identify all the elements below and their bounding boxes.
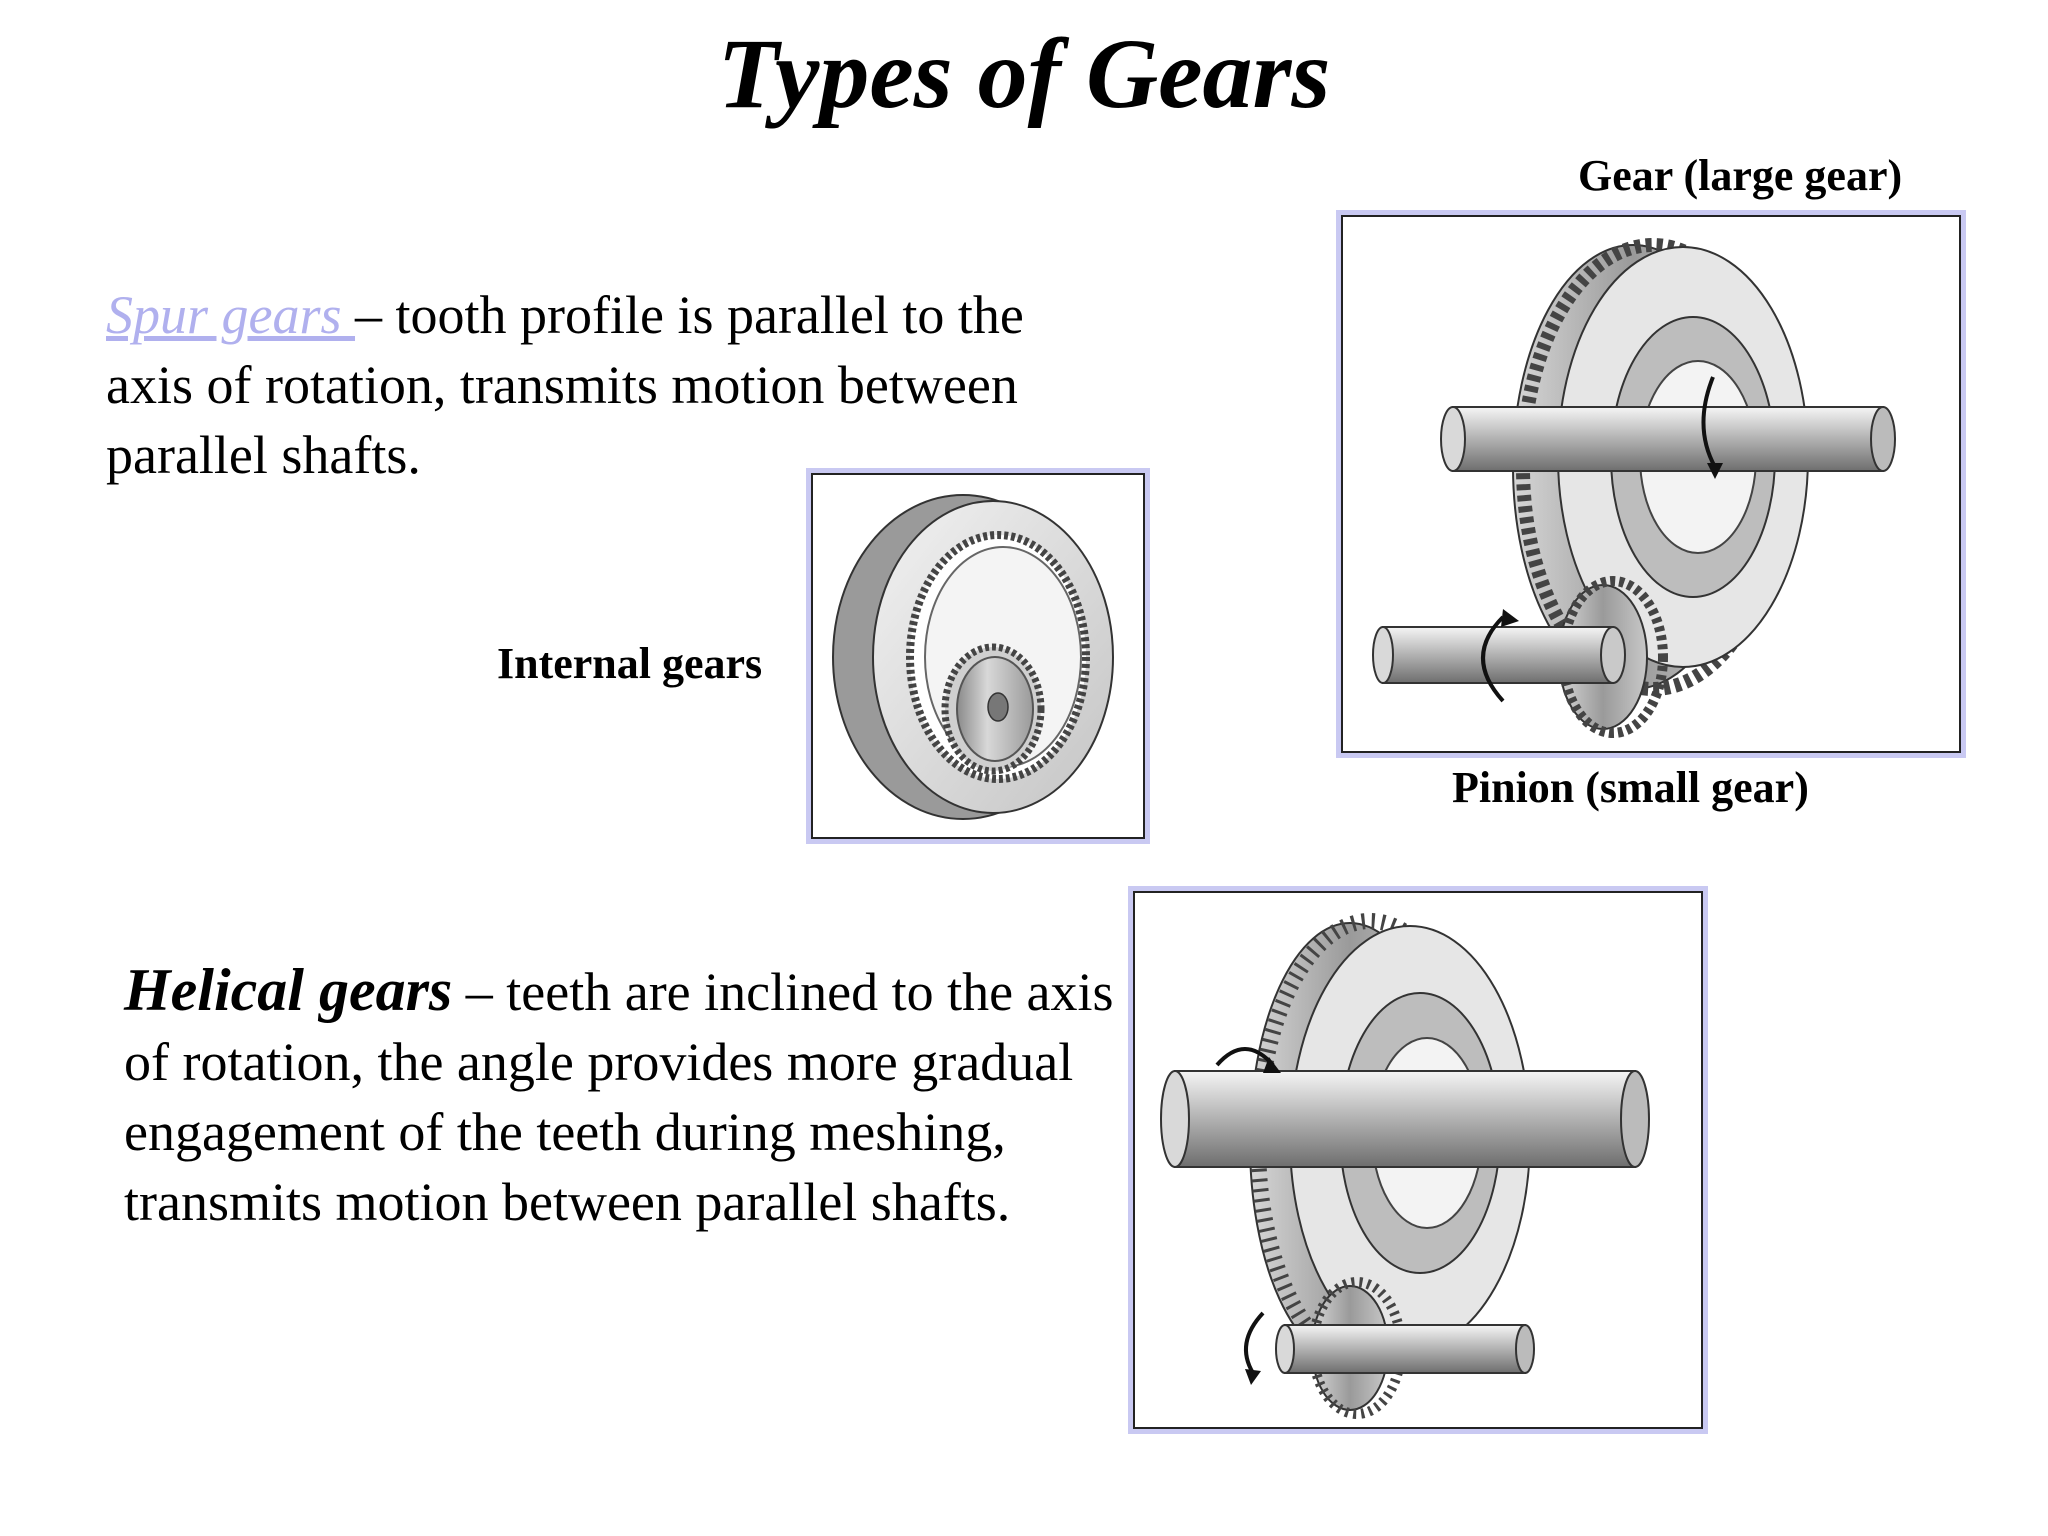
spur-gears-description: – tooth profile is parallel to the axis … [106,285,1024,485]
internal-gears-caption: Internal gears [497,639,763,688]
large-gear-caption: Gear (large gear) [1578,151,1903,200]
spur-gear-figure [1336,210,1966,758]
slide-title: Types of Gears [717,18,1331,129]
spur-gear-illustration [1372,238,1896,738]
helical-gears-description: – teeth are inclined to the axis of rota… [124,962,1114,1232]
figure-border [1133,891,1703,1429]
helical-gear-illustration [1160,913,1650,1419]
internal-gear-figure [806,468,1150,844]
spur-gears-paragraph: Spur gears – tooth profile is parallel t… [106,280,1106,490]
spur-gears-link[interactable]: Spur gears [106,285,356,345]
figure-border [811,473,1145,839]
figure-border [1341,215,1961,753]
internal-gear-illustration [832,494,1114,820]
helical-gears-paragraph: Helical gears – teeth are inclined to th… [124,955,1124,1237]
helical-gear-figure [1128,886,1708,1434]
pinion-caption: Pinion (small gear) [1452,763,1809,812]
helical-gears-term: Helical gears [124,957,453,1023]
